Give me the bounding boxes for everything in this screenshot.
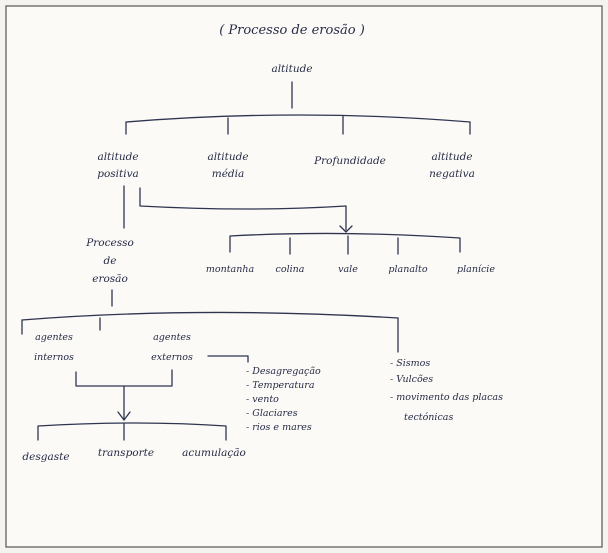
root-node: altitude — [271, 63, 312, 75]
node-process-line3: erosão — [92, 273, 128, 285]
connectors — [21, 81, 471, 441]
diagram-title: ( Processo de erosão ) — [219, 23, 365, 38]
external-list-item-1: - Desagregação — [246, 366, 321, 377]
external-list-item-5: - rios e mares — [246, 422, 312, 433]
external-list-item-4: - Glaciares — [246, 408, 298, 419]
node-depth: Profundidade — [313, 155, 386, 167]
node-process-line2: de — [104, 255, 117, 267]
internal-list-item-2: - Vulcões — [390, 374, 433, 385]
landform-valley: vale — [338, 264, 358, 275]
outcome-transport: transporte — [98, 447, 154, 459]
internal-list-item-4: tectónicas — [404, 412, 453, 423]
internal-list-item-1: - Sismos — [390, 358, 430, 369]
node-mean-altitude-line1: altitude — [207, 151, 248, 163]
node-positive-altitude-line1: altitude — [97, 151, 138, 163]
landform-plateau: planalto — [388, 264, 427, 275]
external-list-item-2: - Temperatura — [246, 380, 315, 391]
node-positive-altitude-line2: positiva — [97, 168, 139, 180]
node-negative-altitude-line2: negativa — [429, 168, 475, 180]
landform-hill: colina — [276, 264, 305, 275]
agent-internal-line2: internos — [34, 352, 74, 363]
node-process-line1: Processo — [85, 237, 134, 249]
agent-external-line2: externos — [151, 352, 193, 363]
outcome-wear: desgaste — [22, 451, 69, 463]
internal-list-item-3: - movimento das placas — [390, 392, 503, 403]
agent-external-line1: agentes — [153, 332, 191, 343]
landform-plain: planície — [457, 264, 495, 275]
paper-frame — [5, 5, 603, 548]
agent-internal-line1: agentes — [35, 332, 73, 343]
node-mean-altitude-line2: média — [212, 168, 245, 180]
landform-mountain: montanha — [206, 264, 255, 275]
external-list-item-3: - vento — [246, 394, 279, 405]
outcome-accumulation: acumulação — [182, 447, 246, 459]
node-negative-altitude-line1: altitude — [431, 151, 472, 163]
